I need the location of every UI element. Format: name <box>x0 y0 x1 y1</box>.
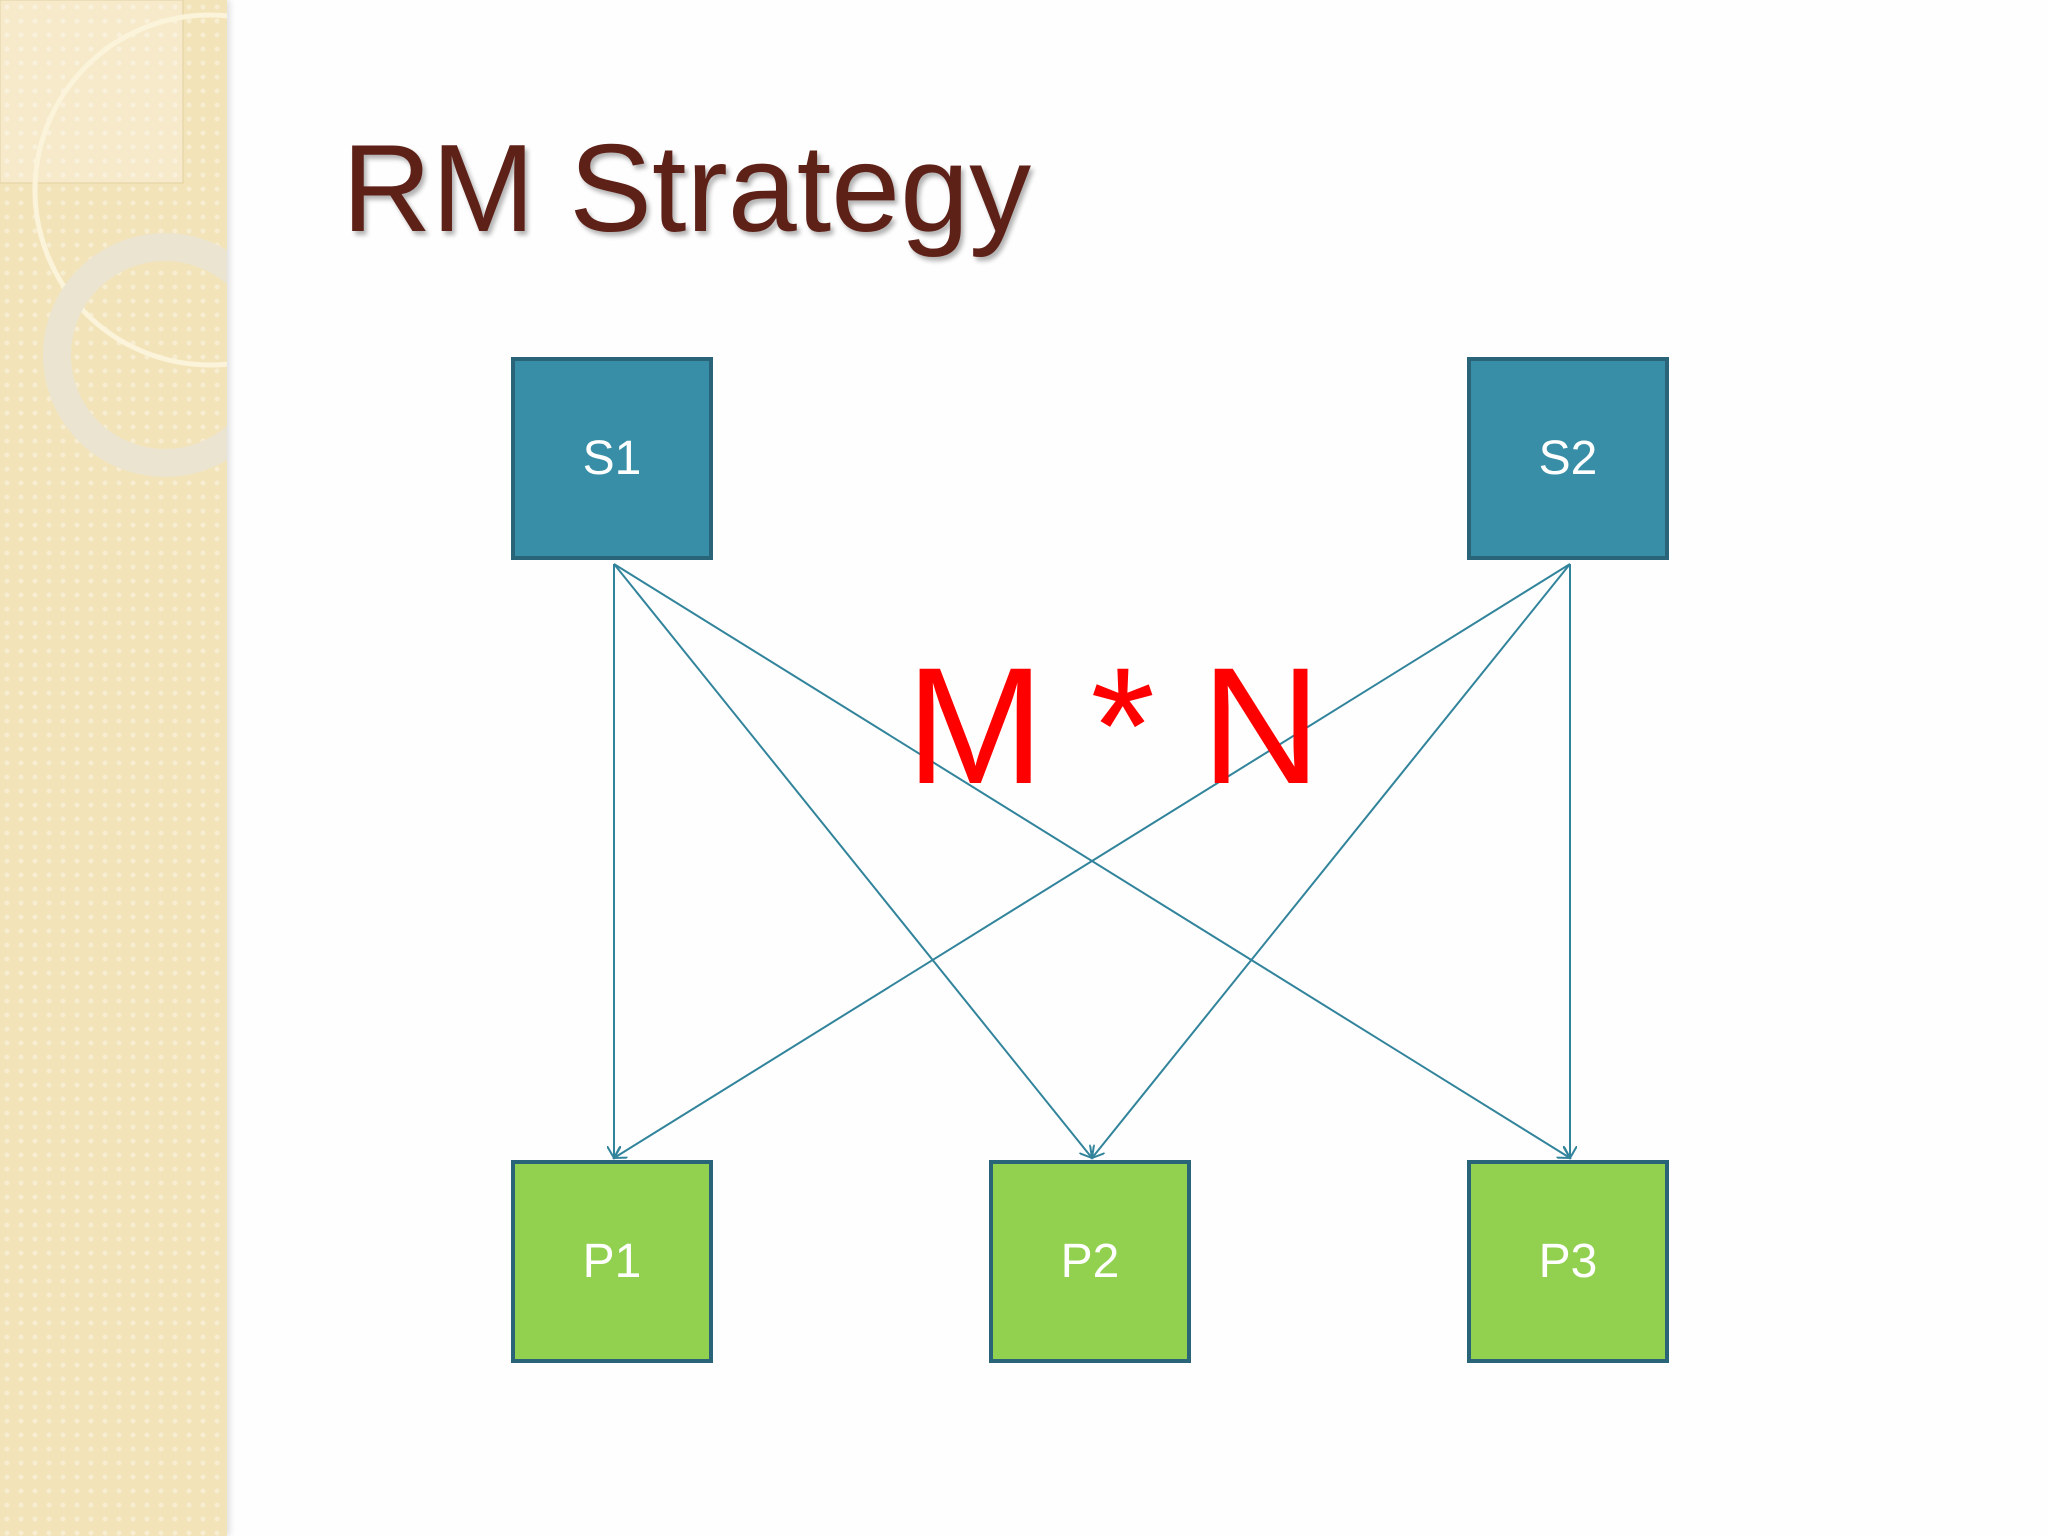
target-box-p1: P1 <box>511 1160 713 1363</box>
decorative-circles <box>0 0 227 477</box>
decorative-sidebar <box>0 0 227 1536</box>
source-box-s1: S1 <box>511 357 713 560</box>
link-S2-P1 <box>614 563 1571 1158</box>
target-box-p3: P3 <box>1467 1160 1669 1363</box>
source-box-s2: S2 <box>1467 357 1669 560</box>
box-label: P2 <box>1060 1235 1120 1288</box>
box-label: P3 <box>1538 1235 1598 1288</box>
m-times-n-annotation: M * N <box>906 634 1321 819</box>
slide-title: RM Strategy <box>342 120 1032 258</box>
target-box-p2: P2 <box>989 1160 1191 1363</box>
link-S2-P2 <box>1092 563 1571 1158</box>
box-label: S2 <box>1538 432 1598 485</box>
box-label: P1 <box>582 1235 642 1288</box>
link-S1-P2 <box>613 563 1092 1158</box>
box-label: S1 <box>582 432 642 485</box>
